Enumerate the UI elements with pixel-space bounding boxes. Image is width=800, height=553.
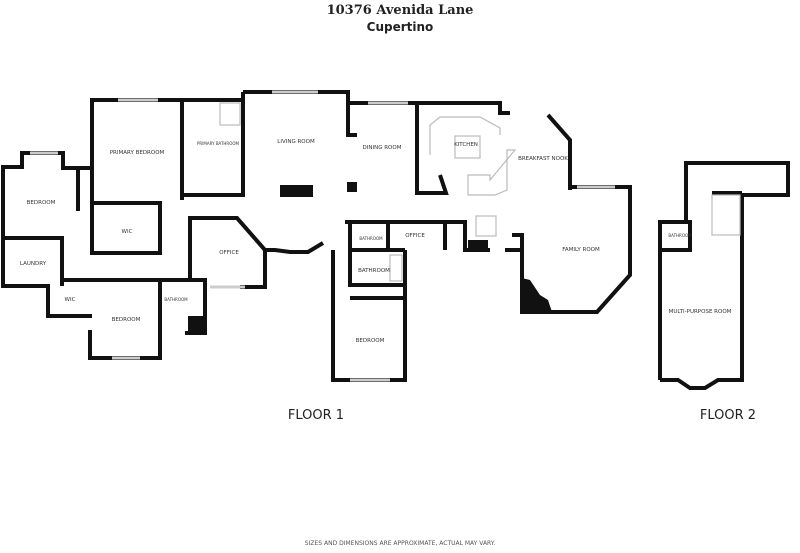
label-family-room: FAMILY ROOM (562, 247, 600, 253)
label-primary-bathroom: PRIMARY BATHROOM (197, 141, 239, 146)
room-labels: PRIMARY BEDROOM PRIMARY BATHROOM LIVING … (20, 139, 732, 344)
label-bedroom-center: BEDROOM (356, 338, 385, 344)
address-title: 10376 Avenida Lane (326, 3, 474, 18)
floor-2-walls (658, 161, 790, 390)
label-primary-bedroom: PRIMARY BEDROOM (110, 150, 165, 156)
floor-1-label: FLOOR 1 (288, 408, 344, 423)
label-kitchen: KITCHEN (454, 142, 478, 148)
label-multi-purpose-room: MULTI-PURPOSE ROOM (669, 309, 732, 315)
label-laundry: LAUNDRY (20, 261, 47, 267)
label-bathroom-south: BATHROOM (164, 297, 188, 302)
label-bedroom-south: BEDROOM (112, 317, 141, 323)
label-wic-1: WIC (122, 229, 133, 235)
label-office-2: OFFICE (405, 233, 425, 239)
floor-1-walls (1, 90, 632, 382)
label-wic-2: WIC (65, 297, 76, 303)
label-bathroom-small: BATHROOM (359, 236, 383, 241)
label-bathroom-floor2: BATHROOM (668, 233, 692, 238)
label-office-1: OFFICE (219, 250, 239, 256)
label-bedroom-west: BEDROOM (27, 200, 56, 206)
label-bathroom-center: BATHROOM (358, 268, 390, 274)
label-living-room: LIVING ROOM (277, 139, 315, 145)
label-dining-room: DINING ROOM (363, 145, 402, 151)
city-subtitle: Cupertino (366, 20, 434, 34)
disclaimer-footer: SIZES AND DIMENSIONS ARE APPROXIMATE, AC… (304, 540, 496, 547)
floor-2-label: FLOOR 2 (700, 408, 756, 423)
label-breakfast-nook: BREAKFAST NOOK (518, 156, 568, 162)
